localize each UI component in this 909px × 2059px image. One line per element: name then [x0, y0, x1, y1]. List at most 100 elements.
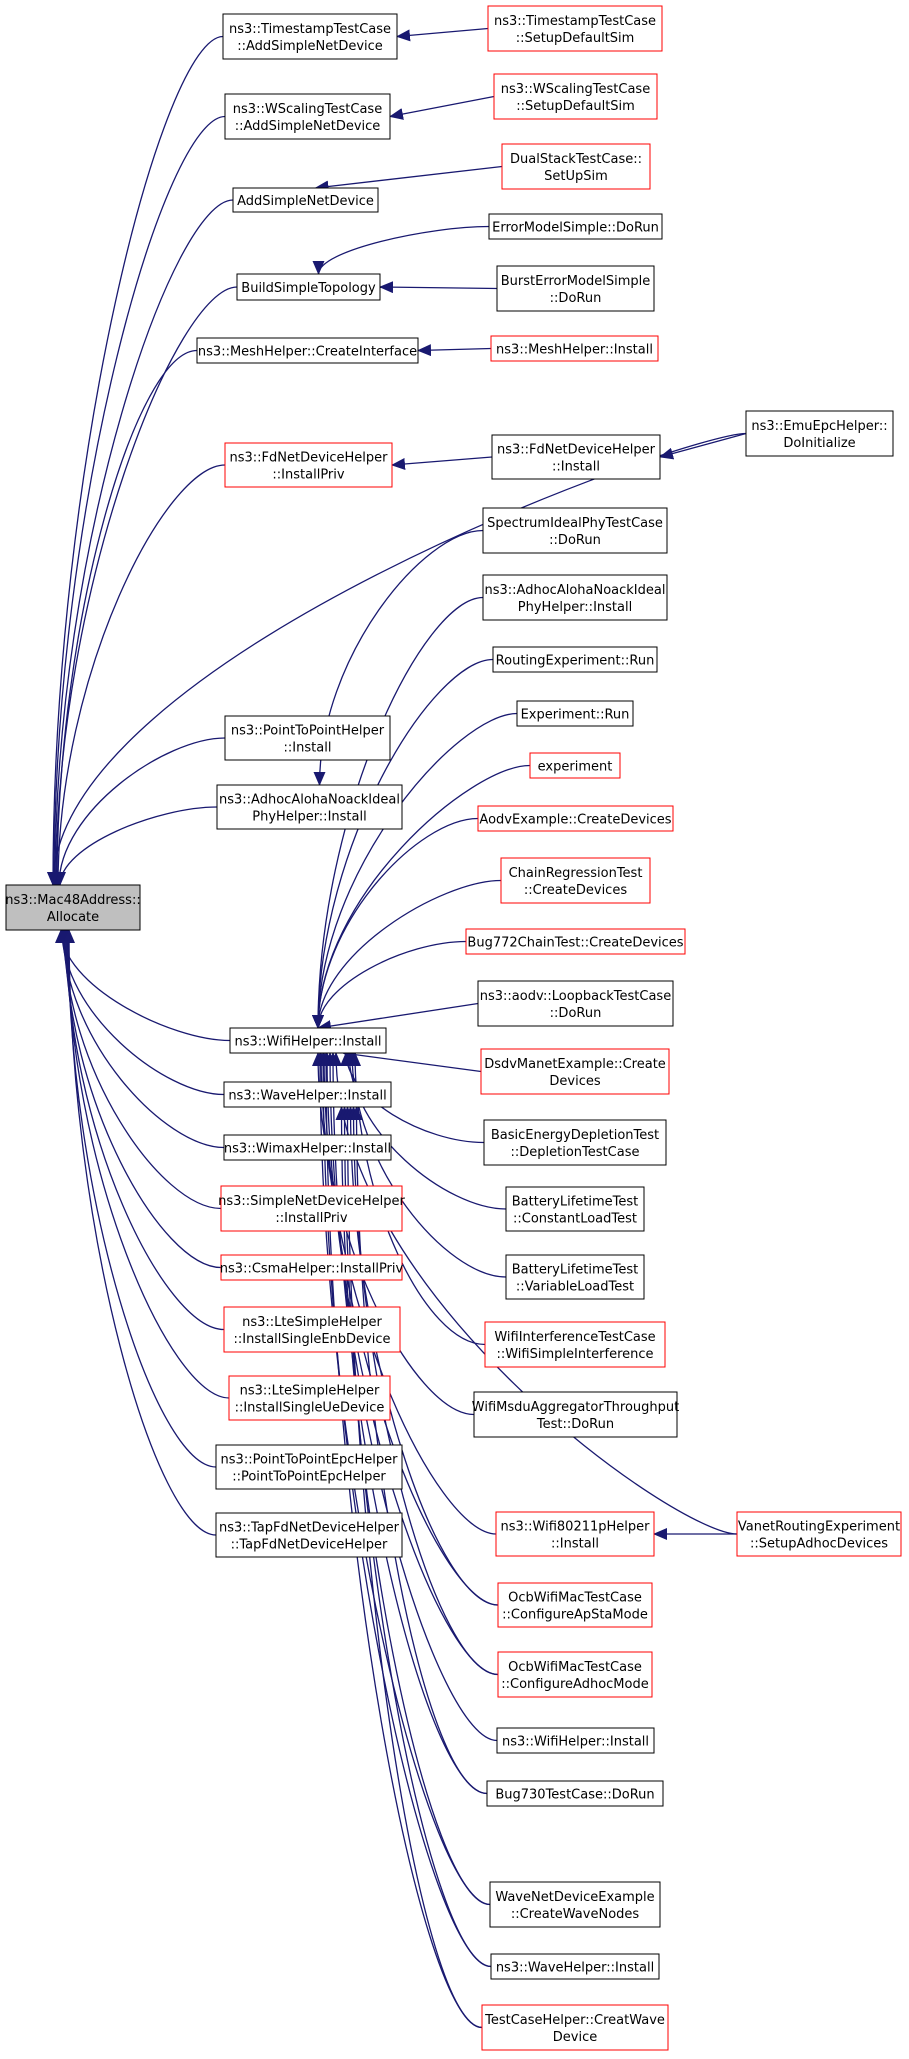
edge-m3-to-n3 [314, 165, 503, 193]
node-w14[interactable]: WifiInterferenceTestCase::WifiSimpleInte… [484, 1321, 666, 1368]
node-n14[interactable]: ns3::LteSimpleHelper::InstallSingleEnbDe… [223, 1306, 401, 1353]
node-n17[interactable]: ns3::TapFdNetDeviceHelper::TapFdNetDevic… [215, 1512, 403, 1558]
node-n7[interactable]: ns3::PointToPointHelper::Install [224, 715, 391, 761]
edge-n7-to-root [53, 737, 226, 886]
node-box [496, 1727, 655, 1754]
node-w13[interactable]: BatteryLifetimeTest::VariableLoadTest [505, 1254, 645, 1300]
node-label-line: ns3::AdhocAlohaNoackIdeal [485, 583, 666, 598]
node-label-line: ::DepletionTestCase [511, 1145, 640, 1160]
node-m3[interactable]: DualStackTestCase::SetUpSim [501, 143, 651, 190]
edge-n6-to-root [52, 464, 226, 886]
node-n15[interactable]: ns3::LteSimpleHelper::InstallSingleUeDev… [228, 1375, 391, 1421]
node-m7[interactable]: ns3::FdNetDeviceHelper::Install [491, 434, 661, 480]
edge-n3-to-root [49, 199, 234, 886]
node-box [501, 143, 651, 190]
node-label-line: ns3::WimaxHelper::Install [224, 1142, 391, 1157]
node-label-line: ns3::PointToPointHelper [231, 724, 385, 739]
node-box [482, 574, 668, 621]
node-label-line: ns3::FdNetDeviceHelper [497, 443, 656, 458]
node-x1[interactable]: WaveNetDeviceExample::CreateWaveNodes [489, 1881, 661, 1928]
edge-n2-to-root [48, 115, 226, 886]
node-n10[interactable]: ns3::WaveHelper::Install [223, 1081, 392, 1108]
node-label-line: ns3::CsmaHelper::InstallPriv [220, 1262, 404, 1277]
node-label-line: ::AddSimpleNetDevice [237, 39, 383, 54]
node-m5[interactable]: BurstErrorModelSimple::DoRun [496, 265, 655, 312]
node-label-line: ns3::WaveHelper::Install [496, 1961, 654, 1976]
node-label-line: Bug730TestCase::DoRun [495, 1788, 654, 1803]
node-w20[interactable]: Bug730TestCase::DoRun [486, 1780, 664, 1807]
edge-w6-to-n9 [312, 817, 479, 1029]
node-n3[interactable]: AddSimpleNetDevice [232, 187, 379, 213]
node-label-line: Test::DoRun [536, 1417, 614, 1432]
node-w19[interactable]: ns3::WifiHelper::Install [496, 1727, 655, 1754]
node-w8[interactable]: Bug772ChainTest::CreateDevices [465, 928, 686, 955]
node-w4[interactable]: Experiment::Run [516, 700, 634, 727]
node-box [215, 1512, 403, 1558]
node-v1[interactable]: VanetRoutingExperiment::SetupAdhocDevice… [736, 1511, 902, 1557]
node-label-line: ns3::TimestampTestCase [229, 22, 391, 37]
node-m6[interactable]: ns3::MeshHelper::Install [490, 335, 659, 362]
node-box [505, 1254, 645, 1300]
edge-m7-to-n6 [391, 456, 493, 470]
node-e1[interactable]: ns3::EmuEpcHelper::DoInitialize [745, 410, 894, 457]
node-label-line: ns3::TapFdNetDeviceHelper [219, 1521, 400, 1536]
node-box [481, 2004, 669, 2051]
node-n8[interactable]: ns3::AdhocAlohaNoackIdealPhyHelper::Inst… [216, 784, 403, 830]
node-n4[interactable]: BuildSimpleTopology [236, 273, 381, 301]
node-n2[interactable]: ns3::WScalingTestCase::AddSimpleNetDevic… [224, 93, 391, 140]
node-w7[interactable]: ChainRegressionTest::CreateDevices [500, 857, 651, 904]
node-w16[interactable]: ns3::Wifi80211pHelper::Install [495, 1511, 655, 1557]
node-n13[interactable]: ns3::CsmaHelper::InstallPriv [220, 1254, 404, 1281]
node-w17[interactable]: OcbWifiMacTestCase::ConfigureApStaMode [497, 1582, 653, 1628]
edge-m1-to-n1 [396, 27, 489, 42]
node-label-line: WifiMsduAggregatorThroughput [472, 1400, 679, 1415]
node-w3[interactable]: RoutingExperiment::Run [492, 646, 658, 673]
node-n11[interactable]: ns3::WimaxHelper::Install [223, 1134, 392, 1161]
node-n12[interactable]: ns3::SimpleNetDeviceHelper::InstallPriv [218, 1185, 405, 1232]
node-label-line: RoutingExperiment::Run [496, 654, 655, 669]
node-w18[interactable]: OcbWifiMacTestCase::ConfigureAdhocMode [497, 1651, 653, 1698]
node-box [496, 265, 655, 312]
node-n5[interactable]: ns3::MeshHelper::CreateInterface [196, 337, 419, 364]
node-root[interactable]: ns3::Mac48Address::Allocate [5, 884, 141, 931]
node-x2[interactable]: ns3::WaveHelper::Install [490, 1953, 660, 1980]
node-w11[interactable]: BasicEnergyDepletionTest::DepletionTestC… [483, 1119, 667, 1166]
edge-n5-to-root [51, 349, 198, 886]
node-w2[interactable]: ns3::AdhocAlohaNoackIdealPhyHelper::Inst… [482, 574, 668, 621]
node-box [223, 1081, 392, 1108]
node-w10[interactable]: DsdvManetExample::CreateDevices [480, 1048, 670, 1095]
node-label-line: ns3::WScalingTestCase [233, 102, 382, 117]
node-label-line: ErrorModelSimple::DoRun [492, 221, 659, 236]
edge-m2-to-n2 [389, 95, 495, 120]
node-m2[interactable]: ns3::WScalingTestCase::SetupDefaultSim [493, 73, 658, 120]
node-w9[interactable]: ns3::aodv::LoopbackTestCase::DoRun [477, 980, 674, 1027]
node-box [216, 784, 403, 830]
node-label-line: WifiInterferenceTestCase [494, 1330, 655, 1345]
node-n1[interactable]: ns3::TimestampTestCase::AddSimpleNetDevi… [222, 13, 398, 60]
edge-m4-to-n4 [312, 225, 490, 275]
node-box [497, 1651, 653, 1698]
node-label-line: DualStackTestCase:: [510, 152, 642, 167]
node-n16[interactable]: ns3::PointToPointEpcHelper::PointToPoint… [215, 1444, 403, 1490]
node-label-line: DoInitialize [783, 436, 855, 451]
node-w5[interactable]: experiment [529, 752, 621, 779]
node-w6[interactable]: AodvExample::CreateDevices [477, 805, 674, 832]
node-m1[interactable]: ns3::TimestampTestCase::SetupDefaultSim [487, 5, 663, 52]
node-label-line: ns3::Mac48Address:: [5, 893, 140, 908]
node-n6[interactable]: ns3::FdNetDeviceHelper::InstallPriv [224, 442, 393, 488]
node-label-line: ::InstallPriv [272, 468, 344, 483]
edge-n17-to-root [63, 929, 217, 1536]
edge-n1-to-root [47, 35, 224, 886]
node-box [223, 1134, 392, 1161]
node-label-line: ::DoRun [550, 1006, 602, 1021]
node-box [224, 442, 393, 488]
node-n9[interactable]: ns3::WifiHelper::Install [229, 1027, 387, 1054]
edge-n8-to-root [54, 806, 218, 886]
node-box [483, 1119, 667, 1166]
node-w1[interactable]: SpectrumIdealPhyTestCase::DoRun [482, 507, 668, 554]
node-w12[interactable]: BatteryLifetimeTest::ConstantLoadTest [505, 1186, 645, 1232]
edge-n10-to-root [56, 929, 225, 1096]
node-m4[interactable]: ErrorModelSimple::DoRun [488, 213, 663, 240]
